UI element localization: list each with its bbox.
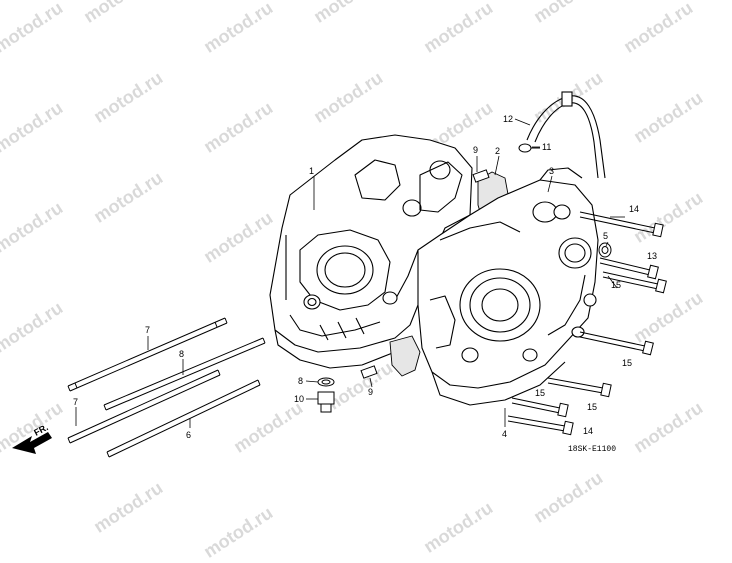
callout-2: 2 <box>495 146 500 156</box>
bolt <box>602 271 667 294</box>
callout-3: 3 <box>549 166 554 176</box>
parts-diagram: motod.ru motod.ru motod.ru motod.ru moto… <box>0 0 706 562</box>
callout-6: 6 <box>186 430 191 440</box>
callout-10: 10 <box>294 394 304 404</box>
front-direction-arrow: FR. <box>12 422 52 454</box>
callout-14-upper: 14 <box>629 204 639 214</box>
bolt <box>579 331 654 356</box>
callout-5: 5 <box>603 231 608 241</box>
callout-15-c: 15 <box>535 388 545 398</box>
bolt <box>507 415 574 436</box>
breather-tube <box>526 91 606 179</box>
callout-8-washer: 8 <box>298 376 303 386</box>
stud-bolt <box>103 337 266 411</box>
bolt <box>579 211 664 238</box>
bolt <box>599 257 659 280</box>
exploded-view-drawing: FR. 1 2 3 4 5 6 7 7 8 8 9 9 10 11 12 13 … <box>12 91 667 458</box>
callout-7-lower: 7 <box>73 397 78 407</box>
bolt <box>547 377 612 398</box>
sealing-washer <box>317 377 335 387</box>
left-crankcase <box>269 134 473 369</box>
callout-12: 12 <box>503 114 513 124</box>
callout-14-lower: 14 <box>583 426 593 436</box>
dowel-pin <box>472 169 490 183</box>
callout-9-lower: 9 <box>368 387 373 397</box>
callout-7-upper: 7 <box>145 325 150 335</box>
callout-1: 1 <box>309 166 314 176</box>
clip <box>518 143 540 153</box>
seal <box>598 242 612 258</box>
dowel-pin <box>360 365 378 379</box>
right-crankcase <box>417 167 599 406</box>
callout-9-upper: 9 <box>473 145 478 155</box>
stud-bolt <box>67 317 228 392</box>
callout-8-stud: 8 <box>179 349 184 359</box>
callout-13: 13 <box>647 251 657 261</box>
bolt <box>511 397 569 418</box>
stud-bolt <box>67 369 221 444</box>
drain-bolt <box>317 391 335 413</box>
callout-15-d: 15 <box>587 402 597 412</box>
callout-11: 11 <box>542 142 551 152</box>
callout-4: 4 <box>502 429 507 439</box>
diagram-code: 18SK-E1100 <box>568 445 616 454</box>
leader-lines <box>75 118 625 428</box>
stud-bolt <box>106 379 261 458</box>
callout-15-b: 15 <box>622 358 632 368</box>
callout-15-a: 15 <box>611 280 621 290</box>
